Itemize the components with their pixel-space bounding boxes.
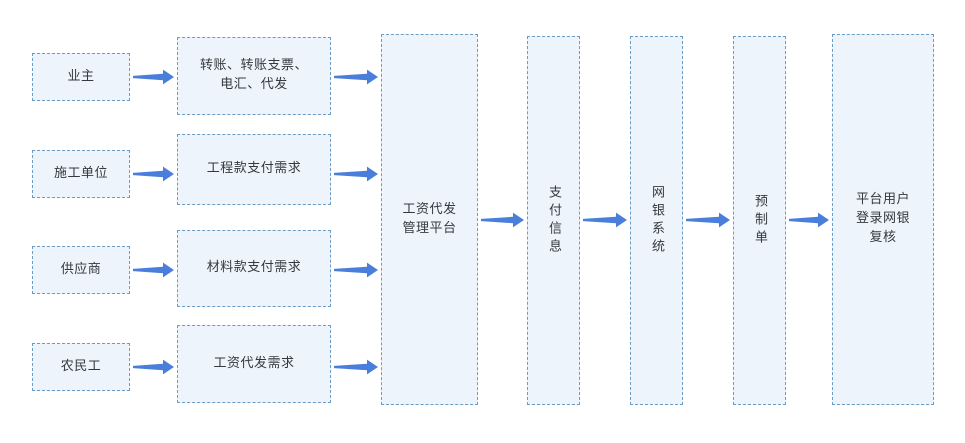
arrow-payinfo-to-ebank [583, 210, 627, 230]
arrow-worker-to-salary [133, 357, 174, 377]
arrow-ebank-to-prefab [686, 210, 730, 230]
node-label-supplier: 供应商 [60, 261, 102, 277]
arrow-platform-to-payinfo [481, 210, 524, 230]
node-supplier[interactable]: 供应商 [32, 246, 130, 294]
arrow-prefab-to-review [789, 210, 829, 230]
node-platform[interactable]: 工资代发 管理平台 [381, 34, 478, 405]
node-label-project-pay: 工程款支付需求 [206, 161, 302, 177]
node-label-ebank: 网银系统 [649, 184, 664, 257]
node-label-transfer: 转账、转账支票、 电汇、代发 [199, 58, 308, 92]
node-label-material-pay: 材料款支付需求 [206, 260, 302, 276]
node-label-owner: 业主 [67, 68, 95, 84]
node-salary-pay[interactable]: 工资代发需求 [177, 325, 331, 403]
arrow-supplier-to-material [133, 260, 174, 280]
node-label-review: 平台用户 登录网银 复核 [855, 192, 910, 245]
node-label-salary-pay: 工资代发需求 [213, 355, 295, 371]
node-material-pay[interactable]: 材料款支付需求 [177, 230, 331, 307]
node-ebank[interactable]: 网银系统 [630, 36, 683, 405]
node-review[interactable]: 平台用户 登录网银 复核 [832, 34, 934, 405]
node-pay-info[interactable]: 支付信息 [527, 36, 580, 405]
node-project-pay[interactable]: 工程款支付需求 [177, 134, 331, 205]
arrow-transfer-to-platform [334, 67, 378, 87]
arrow-owner-to-transfer [133, 67, 174, 87]
node-contractor[interactable]: 施工单位 [32, 150, 130, 198]
node-prefab-order[interactable]: 预制单 [733, 36, 786, 405]
node-label-contractor: 施工单位 [53, 165, 108, 181]
node-label-pay-info: 支付信息 [546, 184, 561, 257]
arrow-material-to-platform [334, 260, 378, 280]
node-transfer[interactable]: 转账、转账支票、 电汇、代发 [177, 37, 331, 115]
arrow-salary-to-platform [334, 357, 378, 377]
node-worker[interactable]: 农民工 [32, 343, 130, 391]
arrow-project-to-platform [334, 164, 378, 184]
arrow-contractor-to-project [133, 164, 174, 184]
node-label-prefab-order: 预制单 [752, 193, 767, 248]
node-owner[interactable]: 业主 [32, 53, 130, 101]
node-label-platform: 工资代发 管理平台 [402, 201, 457, 236]
node-label-worker: 农民工 [60, 358, 102, 374]
